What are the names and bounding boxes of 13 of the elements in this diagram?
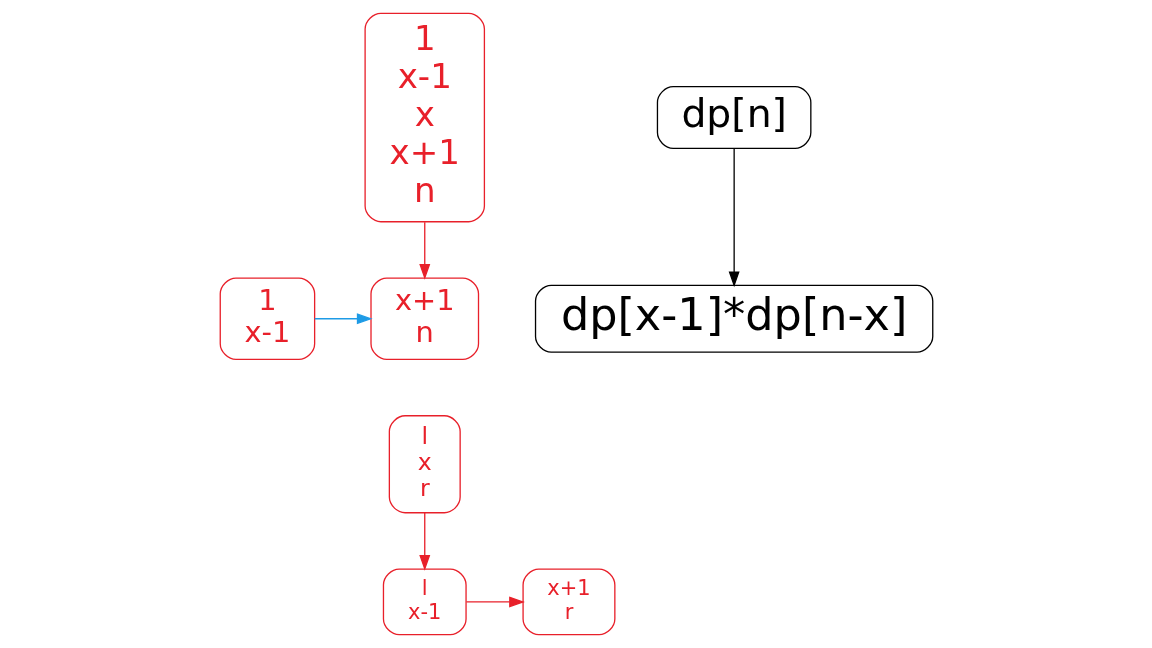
- node-box: x+1 r: [521, 568, 615, 636]
- arrow: [418, 512, 430, 571]
- node-box: x+1 n: [369, 277, 479, 361]
- node-box: l x-1: [382, 568, 467, 636]
- node-box: dp[n]: [656, 86, 811, 149]
- node-box: dp[x-1]*dp[n-x]: [534, 284, 933, 353]
- arrow: [728, 147, 740, 288]
- arrow: [418, 221, 430, 280]
- node-box: 1 x-1: [219, 277, 315, 361]
- arrow: [313, 313, 373, 325]
- node-box: l x r: [388, 415, 461, 514]
- arrow: [465, 596, 525, 608]
- node-box: 1 x-1 x x+1 n: [363, 12, 485, 223]
